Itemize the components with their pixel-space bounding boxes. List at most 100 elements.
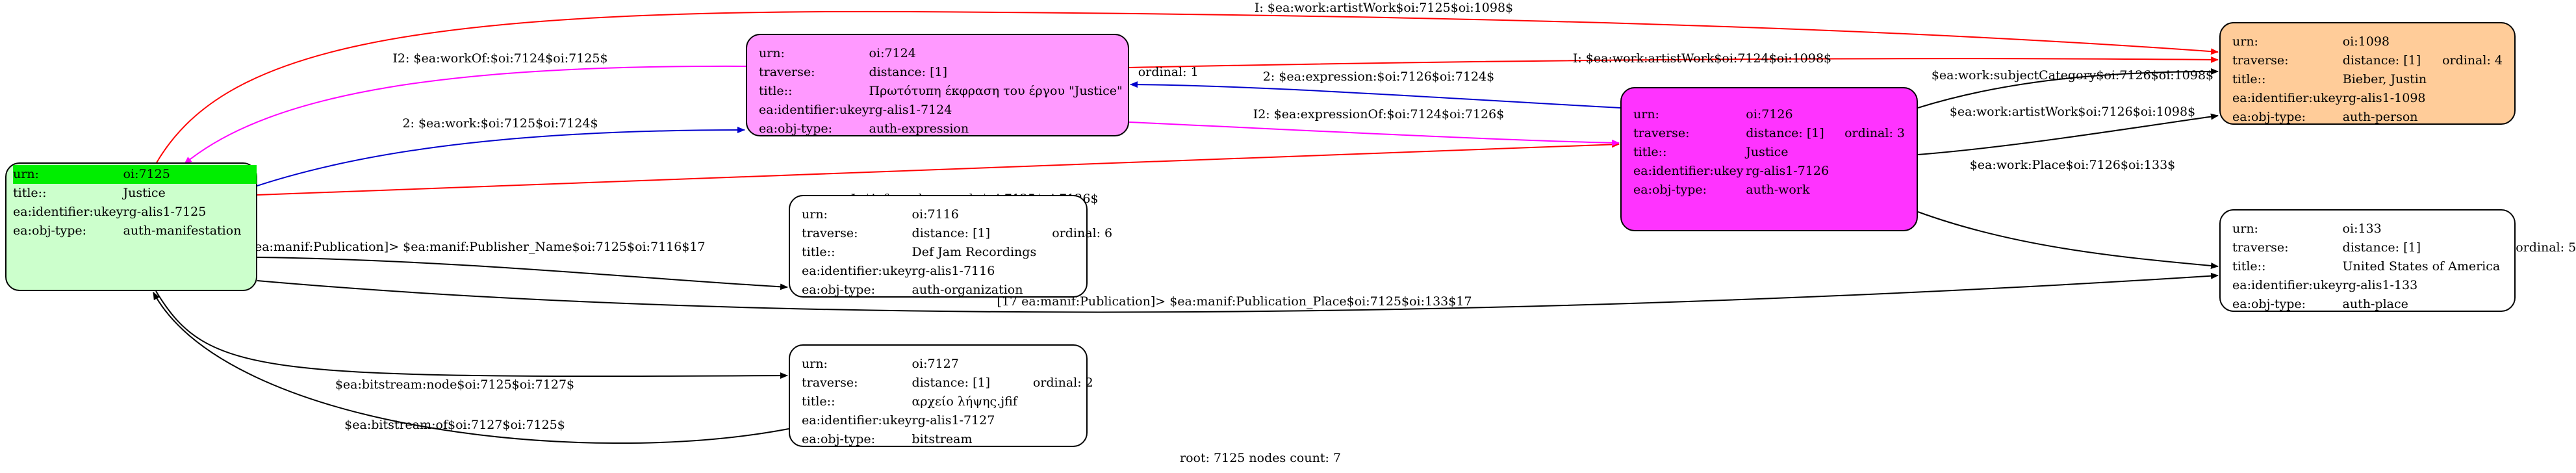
row-ordinal [2510, 276, 2576, 295]
row-ordinal [1047, 262, 1112, 281]
edge-label: 2: $ea:work:$oi:7125$oi:7124$ [402, 116, 598, 131]
row-value: auth-manifestation [123, 224, 242, 238]
edge-line [153, 292, 789, 444]
row-value: oi:7124 [869, 46, 916, 60]
node-row: urn: oi:133 [2232, 220, 2576, 238]
row-ordinal [1839, 162, 1905, 181]
row-ordinal [1028, 392, 1093, 411]
edge: I2: $ea:expressionOf:$oi:7124$oi:7126$ [1129, 107, 1620, 146]
row-key: traverse: [2232, 240, 2289, 255]
edge-label: $ea:bitstream:node$oi:7125$oi:7127$ [335, 377, 574, 392]
edge-line [1917, 113, 2219, 155]
node-row: urn:oi:7126 [1633, 105, 1905, 124]
node-row: title::Justice [13, 184, 257, 203]
row-value: distance: [1] [869, 65, 947, 79]
row-key: ea:obj-type: [2232, 110, 2306, 124]
row-ordinal [1133, 120, 1199, 138]
row-key: traverse: [759, 65, 815, 79]
row-key: ea:identifier:ukey [2232, 91, 2343, 105]
row-ordinal [2437, 70, 2503, 89]
row-value: auth-work [1746, 183, 1810, 197]
edge: 2: $ea:expression:$oi:7126$oi:7124$ [1130, 70, 1621, 109]
row-key: title:: [2232, 72, 2266, 86]
node-row: ea:obj-type:auth-expression [759, 120, 1199, 138]
edge-line [1130, 81, 1621, 109]
edge: I: $ea:work:artistWork$oi:7125$oi:1098$ [155, 1, 2219, 164]
edge-label: [17 ea:manif:Publication]> $ea:manif:Pub… [230, 240, 705, 254]
node-row: title::Πρωτότυπη έκφραση του έργου "Just… [759, 82, 1199, 101]
row-ordinal [1839, 181, 1905, 199]
row-value: rg-alis1-7127 [912, 413, 995, 428]
row-key: ea:identifier:ukey [13, 205, 123, 219]
row-key: traverse: [802, 376, 858, 390]
edge-label: I2: $ea:workOf:$oi:7124$oi:7125$ [392, 51, 607, 66]
edge-line [1917, 211, 2219, 269]
row-value: rg-alis1-1098 [2342, 91, 2426, 105]
row-key: ea:obj-type: [759, 121, 833, 136]
row-ordinal [1133, 82, 1199, 101]
node-row: title::αρχείο λήψης.jfif [802, 392, 1093, 411]
row-ordinal: ordinal: 2 [1032, 376, 1093, 390]
row-value: rg-alis1-7116 [912, 264, 995, 278]
row-key: urn: [802, 357, 828, 371]
edge-line [1129, 56, 2219, 68]
row-ordinal [1028, 411, 1093, 430]
edge-layer: I: $ea:work:artistWork$oi:7125$oi:1098$I… [153, 1, 2219, 444]
row-key: title:: [802, 394, 835, 409]
row-key: traverse: [1633, 126, 1690, 140]
node-row: ea:obj-type:auth-organization [802, 281, 1112, 300]
node-row: traverse:distance: [1]ordinal: 2 [802, 374, 1093, 392]
node-row: ea:obj-type:bitstream [802, 430, 1093, 449]
row-key: title:: [13, 186, 47, 200]
row-key: ea:obj-type: [2232, 297, 2306, 311]
row-key: urn: [802, 207, 828, 222]
edge-line [257, 141, 1620, 196]
row-ordinal: ordinal: 3 [1844, 126, 1905, 140]
row-value: oi:7127 [912, 357, 959, 371]
row-value: oi:7125 [123, 165, 252, 184]
row-value: Justice [123, 186, 166, 200]
edge: I2: $ea:workOf:$oi:7124$oi:7125$ [184, 51, 746, 164]
row-value: auth-organization [912, 283, 1023, 297]
edge-label: $ea:work:subjectCategory$oi:7126$oi:1098… [1932, 68, 2213, 83]
row-value: oi:133 [2342, 222, 2382, 236]
edge-line [257, 272, 2219, 313]
node-row: ea:obj-type:auth-person [2232, 108, 2503, 127]
row-ordinal [1047, 205, 1112, 224]
row-value: rg-alis1-7126 [1746, 164, 1830, 178]
edge: $ea:bitstream:node$oi:7125$oi:7127$ [155, 290, 788, 392]
row-key: title:: [802, 245, 835, 259]
row-ordinal [1839, 105, 1905, 124]
node-oi-7127[interactable]: urn: oi:7127 traverse:distance: [1]ordinal… [789, 344, 1093, 447]
row-ordinal [2510, 220, 2576, 238]
edge-label: I2: $ea:expressionOf:$oi:7124$oi:7126$ [1253, 107, 1505, 121]
edge-line [207, 127, 745, 205]
edge: $ea:work:artistWork$oi:7126$oi:1098$ [1917, 105, 2219, 155]
row-key: traverse: [802, 226, 858, 240]
row-key: urn: [2232, 222, 2258, 236]
row-ordinal [2437, 108, 2503, 127]
row-value: Def Jam Recordings [912, 245, 1037, 259]
node-row: traverse:distance: [1]ordinal: 6 [802, 224, 1112, 243]
row-key: title:: [759, 84, 793, 98]
row-ordinal: ordinal: 4 [2442, 53, 2503, 68]
row-key: title:: [2232, 259, 2266, 274]
row-ordinal [2510, 295, 2576, 314]
edge-label: I: $ea:work:artistWork$oi:7124$oi:1098$ [1573, 51, 1831, 66]
row-value: rg-alis1-133 [2342, 278, 2418, 292]
row-ordinal [1839, 143, 1905, 162]
node-row: title::Def Jam Recordings [802, 243, 1112, 262]
node-row: urn:oi:1098 [2232, 32, 2503, 51]
